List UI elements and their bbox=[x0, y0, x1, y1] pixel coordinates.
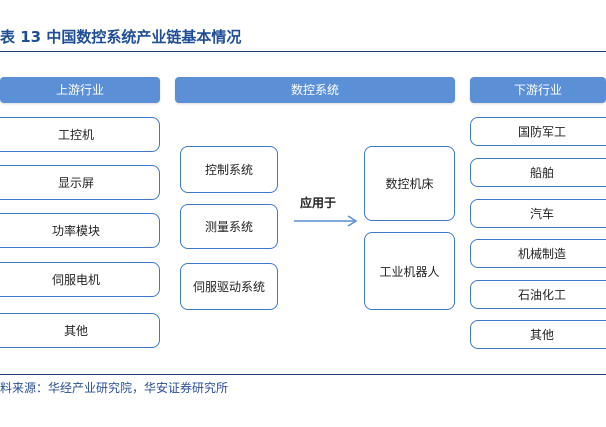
core-header: 数控系统 bbox=[175, 77, 455, 103]
upstream-item: 其他 bbox=[0, 313, 160, 348]
top-divider bbox=[0, 51, 606, 52]
right-arrow-icon bbox=[294, 215, 358, 227]
core-item: 伺服驱动系统 bbox=[180, 263, 278, 310]
figure-title: 表 13 中国数控系统产业链基本情况 bbox=[0, 28, 242, 46]
downstream-item: 国防军工 bbox=[470, 117, 606, 146]
upstream-item: 工控机 bbox=[0, 117, 160, 152]
downstream-item: 机械制造 bbox=[470, 239, 606, 268]
bottom-divider bbox=[0, 374, 606, 375]
downstream-item: 船舶 bbox=[470, 158, 606, 187]
application-item: 工业机器人 bbox=[364, 232, 455, 310]
core-item: 控制系统 bbox=[180, 146, 278, 193]
core-item: 测量系统 bbox=[180, 204, 278, 249]
downstream-header: 下游行业 bbox=[470, 77, 606, 103]
upstream-item: 伺服电机 bbox=[0, 262, 160, 297]
arrow-label: 应用于 bbox=[300, 196, 337, 210]
downstream-item: 石油化工 bbox=[470, 280, 606, 309]
upstream-header: 上游行业 bbox=[0, 77, 160, 103]
upstream-item: 功率模块 bbox=[0, 213, 160, 248]
downstream-item: 其他 bbox=[470, 320, 606, 349]
downstream-item: 汽车 bbox=[470, 199, 606, 228]
source-note: 料来源：华经产业研究院，华安证券研究所 bbox=[0, 381, 229, 395]
upstream-item: 显示屏 bbox=[0, 165, 160, 200]
application-item: 数控机床 bbox=[364, 146, 455, 221]
